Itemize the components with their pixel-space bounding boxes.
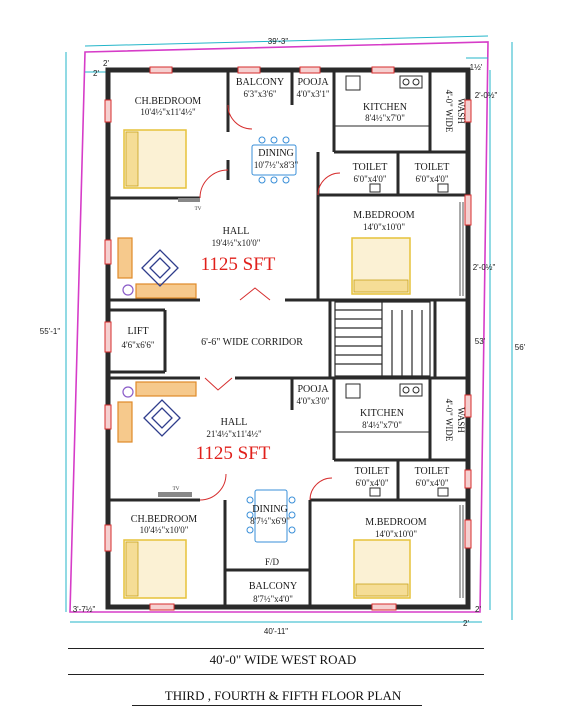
room-upper-m-bedroom: M.BEDROOM [353,210,415,221]
bed-lower-child [123,539,187,599]
dim-top-overall: 39'-3" [268,37,289,46]
corridor-label: 6'-6" WIDE CORRIDOR [201,337,303,348]
room-lower-pooja: POOJA [297,384,329,395]
room-lower-toilet-right-size: 6'0"x4'0" [415,478,448,488]
dimension-lines [65,35,513,623]
dim-top-left-offset: 2' [93,69,99,78]
kitchen-fixtures [334,75,430,433]
toilet-fixtures [369,183,449,497]
room-lift-size: 4'6"x6'6" [121,340,154,350]
room-lower-wash-line2: WASH [456,407,466,433]
room-upper-ch-bedroom: CH.BEDROOM [135,96,202,107]
sofa-upper [117,237,197,299]
dim-right-inner: 53' [475,337,486,346]
dim-left-side: 55'-1" [40,327,61,336]
room-upper-kitchen-size: 8'4½"x7'0" [365,113,405,123]
room-lower-ch-bedroom-size: 10'4½"x10'0" [140,525,189,535]
dim-bottom-right-setback: 2' [475,605,481,614]
tv-upper-label: TV [195,207,202,212]
room-upper-balcony: BALCONY [236,77,284,88]
lower-fd-label: F/D [265,557,280,567]
area-lower-flat: 1125 SFT [196,443,271,464]
rug-upper [141,249,179,287]
dim-right-setback-mid: 2'-0½" [473,263,496,272]
road-label: 40'-0" WIDE WEST ROAD [209,652,357,667]
dim-bottom-right-offset: 2' [463,619,469,628]
room-lower-balcony: BALCONY [249,581,297,592]
room-lower-toilet-left-size: 6'0"x4'0" [355,478,388,488]
room-lift: LIFT [127,326,148,337]
tv-lower-label: TV [173,487,180,492]
room-upper-dining: DINING [258,148,294,159]
road-rule-top [68,648,484,649]
room-lower-wash-line1: 4'-0" WIDE [444,399,454,442]
title-underline [132,705,422,706]
tv-upper-icon [178,198,200,202]
dim-right-setback-top: 2'-0½" [475,91,498,100]
room-lower-toilet-left: TOILET [355,466,390,477]
bed-upper-child [123,129,187,189]
room-upper-toilet-right-size: 6'0"x4'0" [415,174,448,184]
room-upper-pooja: POOJA [297,77,329,88]
room-lower-hall: HALL [221,417,248,428]
floor-plan-drawing: 39'-3" 2' 2' 1½' 2'-0½" 2'-0½" 55'-1" 53… [40,35,526,636]
room-lower-pooja-size: 4'0"x3'0" [296,396,329,406]
staircase [334,301,431,377]
interior-walls [108,70,468,607]
windows [104,66,472,611]
area-upper-flat: 1125 SFT [201,254,276,275]
room-upper-kitchen: KITCHEN [363,102,407,113]
room-upper-pooja-size: 4'0"x3'1" [296,89,329,99]
room-lower-m-bedroom-size: 14'0"x10'0" [375,529,417,539]
room-lower-m-bedroom: M.BEDROOM [365,517,427,528]
room-upper-wash-line2: WASH [456,98,466,124]
tv-lower-icon [158,492,192,497]
room-upper-toilet-right: TOILET [415,162,450,173]
dim-bottom-overall: 40'-11" [264,627,288,636]
dim-top-right-setback: 1½' [470,63,483,72]
dining-table-lower [246,489,296,543]
drawing-title: THIRD , FOURTH & FIFTH FLOOR PLAN [164,688,402,703]
room-upper-balcony-size: 6'3"x3'6" [243,89,276,99]
dim-top-left-setback: 2' [103,59,109,68]
dim-right-outer: 56' [515,343,526,352]
plot-boundary [69,41,489,613]
dining-table-upper [251,136,297,184]
bed-upper-master [351,237,411,295]
wash-grille [459,202,464,598]
room-lower-hall-size: 21'4½"x11'4½" [206,429,262,439]
room-lower-ch-bedroom: CH.BEDROOM [131,514,198,525]
room-upper-hall-size: 19'4½"x10'0" [212,238,261,248]
room-upper-m-bedroom-size: 14'0"x10'0" [363,222,405,232]
room-upper-dining-size: 10'7½"x8'3" [254,160,299,170]
rug-lower [143,399,181,437]
room-lower-dining-size: 8'7½"x6'9" [250,516,290,526]
room-lower-dining: DINING [252,504,288,515]
room-lower-toilet-right: TOILET [415,466,450,477]
bed-lower-master [353,539,411,599]
door-swings [199,104,341,501]
road-rule-bottom [68,674,484,675]
sofa-lower [117,381,197,443]
room-upper-toilet-left-size: 6'0"x4'0" [353,174,386,184]
room-upper-hall: HALL [223,226,250,237]
room-lower-balcony-size: 8'7½"x4'0" [253,594,293,604]
room-upper-wash-line1: 4'-0" WIDE [444,90,454,133]
room-upper-toilet-left: TOILET [353,162,388,173]
room-lower-kitchen: KITCHEN [360,408,404,419]
dim-bottom-left-setback: 3'-7½" [73,605,96,614]
room-upper-ch-bedroom-size: 10'4½"x11'4½" [140,107,196,117]
room-lower-kitchen-size: 8'4½"x7'0" [362,420,402,430]
